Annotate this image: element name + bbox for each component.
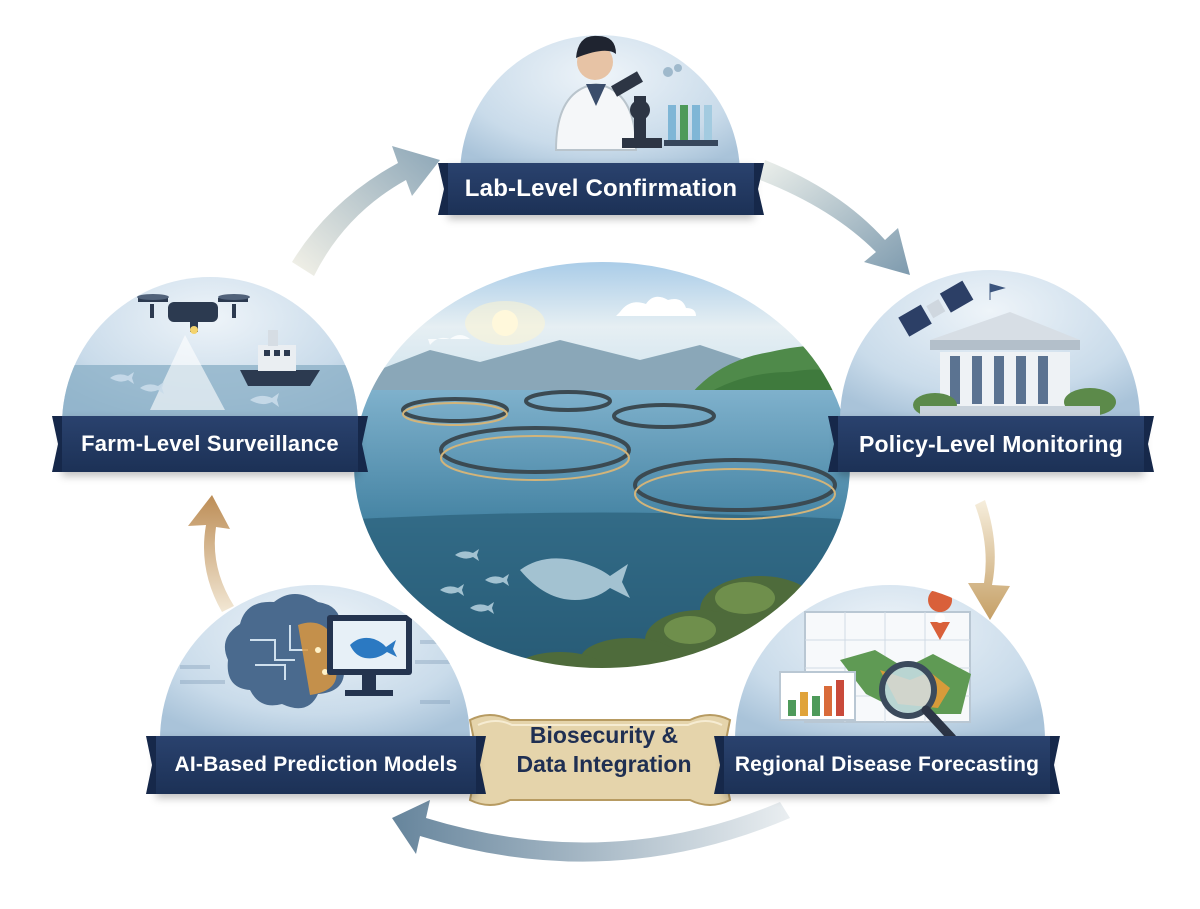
banner-ai-based-prediction-models: AI-Based Prediction Models: [156, 736, 476, 794]
policy-dome: [840, 270, 1140, 420]
farm-dome: [62, 277, 358, 425]
ai-dome: [160, 585, 470, 740]
arrow-policy-to-regional: [968, 500, 1010, 620]
label-regional: Regional Disease Forecasting: [734, 753, 1040, 776]
center-label: Biosecurity & Data Integration: [482, 700, 726, 800]
banner-regional-disease-forecasting: Regional Disease Forecasting: [724, 736, 1050, 794]
lab-dome: [460, 35, 740, 175]
center-label-line2: Data Integration: [516, 751, 692, 777]
center-scene: [352, 260, 852, 670]
banner-policy-level-monitoring: Policy-Level Monitoring: [838, 416, 1144, 472]
scientist-microscope-icon: [554, 35, 718, 151]
banner-lab-level-confirmation: Lab-Level Confirmation: [448, 163, 754, 215]
drone-boat-icon: [110, 294, 320, 410]
center-label-line1: Biosecurity &: [529, 722, 679, 749]
label-policy: Policy-Level Monitoring: [858, 430, 1123, 457]
arrow-ai-to-farm: [188, 495, 234, 612]
arrow-farm-to-lab: [292, 146, 440, 276]
banner-farm-level-surveillance: Farm-Level Surveillance: [62, 416, 358, 472]
arrow-lab-to-policy: [760, 160, 910, 275]
label-ai: AI-Based Prediction Models: [174, 753, 458, 776]
arrow-regional-to-ai: [392, 800, 790, 862]
label-lab: Lab-Level Confirmation: [464, 175, 738, 202]
map-chart-magnifier-icon: [779, 588, 971, 740]
satellite-government-building-icon: [898, 280, 1116, 418]
label-farm: Farm-Level Surveillance: [81, 431, 339, 456]
brain-computer-icon: [224, 594, 412, 709]
center-ribbon: [468, 714, 732, 806]
